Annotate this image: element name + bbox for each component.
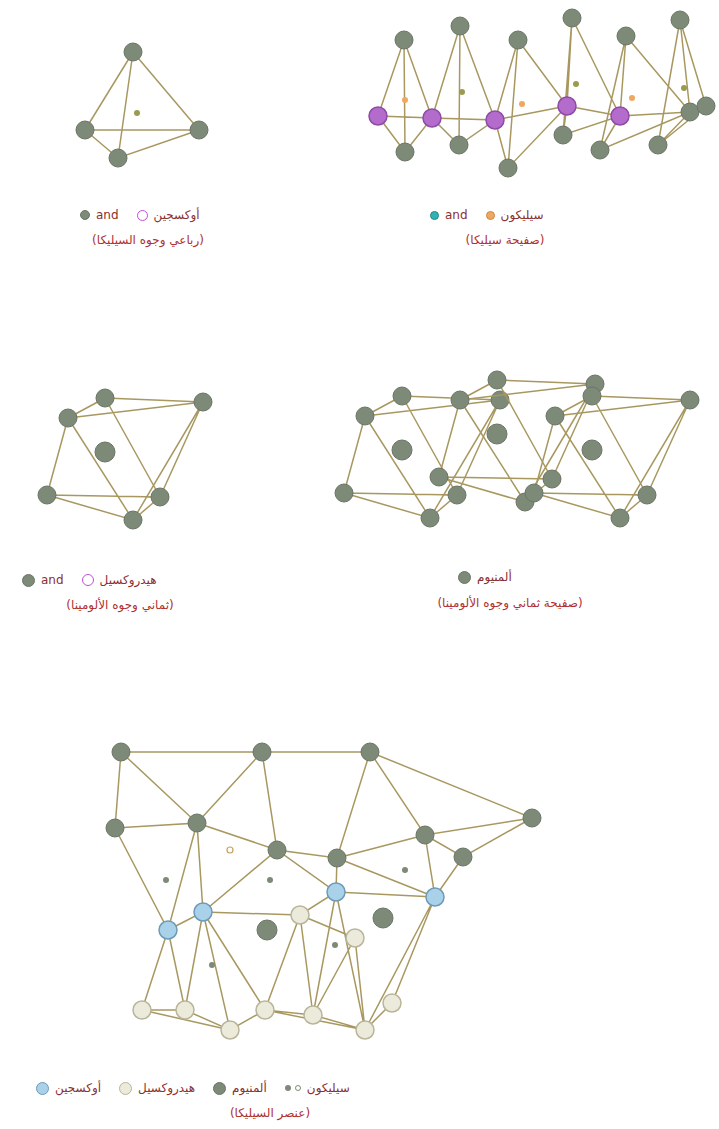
legend-row: and هيدروكسيل [22,571,157,589]
legend-item: هيدروكسيل [119,1080,195,1096]
legend-swatch [486,211,495,220]
legend-text: سيليكون [307,1080,350,1096]
legend-row: and سيليكون [430,206,544,224]
legend-item: and [430,207,468,223]
swatch-dot [285,1085,291,1091]
legend-item: and [80,207,119,223]
legend-swatch [36,1082,49,1095]
legend-item: and [22,572,64,588]
legend-swatch [80,210,90,220]
legend-item: أوكسجين [137,207,200,223]
legend-row: أوكسجين هيدروكسيل ألمنيوم سيليكون [36,1079,350,1097]
legend-item: هيدروكسيل [82,572,157,588]
legend-swatch [213,1082,226,1095]
legend-swatch [137,210,148,221]
legend-text: أوكسجين [55,1080,101,1096]
legend-item: ألمنيوم [213,1080,267,1096]
legend-item: ألمنيوم [458,569,512,585]
caption-label: (رباعي وجوه السيليكا) [92,232,204,248]
legend-swatch [119,1082,132,1095]
legend-text: ألمنيوم [477,569,512,585]
caption-label: (صفيحة سيليكا) [466,232,545,248]
layered-unit [106,743,541,1039]
legend-item: سيليكون [285,1080,350,1096]
caption-label: (عنصر السيليكا) [230,1105,310,1121]
legend-text: أوكسجين [154,207,200,223]
alumina-octahedron [38,389,212,529]
legend-text: ألمنيوم [232,1080,267,1096]
legend-swatch [22,574,35,587]
legend-text: سيليكون [501,207,544,223]
alumina-sheet [335,371,699,527]
legend-swatch [458,571,471,584]
caption-label: (ثماني وجوه الألومينا) [66,597,173,613]
legend-item: أوكسجين [36,1080,101,1096]
legend-text: and [445,207,468,223]
legend-swatch [82,574,94,586]
legend-text: and [41,572,64,588]
caption-label: (صفيحة ثماني وجوه الألومينا) [437,595,582,611]
legend-row: ألمنيوم [458,568,512,586]
silica-sheet [369,9,715,177]
legend-text: هيدروكسيل [138,1080,195,1096]
swatch-dot [295,1085,301,1091]
legend-text: and [96,207,119,223]
legend-item: سيليكون [486,207,544,223]
legend-row: and أوكسجين [80,206,200,224]
legend-text: هيدروكسيل [100,572,157,588]
legend-swatch [430,211,439,220]
silica-tetrahedron [76,43,208,167]
legend-swatch [285,1085,301,1091]
